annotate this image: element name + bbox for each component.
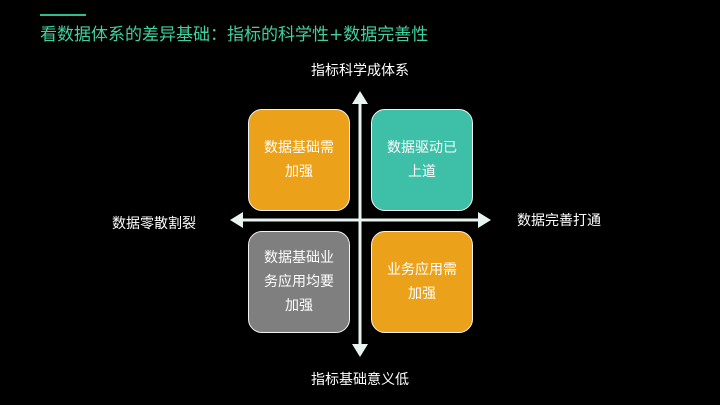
arrow-right-icon [478, 212, 491, 228]
arrow-left-icon [230, 212, 243, 228]
quadrant-bottom-left-label: 数据基础业务应用均要加强 [264, 250, 334, 314]
axis-label-bottom: 指标基础意义低 [311, 372, 409, 388]
quadrant-top-right: 数据驱动已上道 [371, 109, 473, 211]
quadrant-bottom-right-label: 业务应用需加强 [387, 262, 457, 302]
arrow-up-icon [352, 91, 368, 104]
axis-label-left: 数据零散割裂 [112, 216, 196, 232]
quadrant-top-left: 数据基础需加强 [248, 109, 350, 211]
slide-title: 看数据体系的差异基础：指标的科学性+数据完善性 [40, 25, 429, 45]
quadrant-top-right-label: 数据驱动已上道 [387, 140, 457, 180]
axis-label-right: 数据完善打通 [517, 213, 601, 229]
quadrant-top-left-label: 数据基础需加强 [264, 140, 334, 180]
quadrant-bottom-right: 业务应用需加强 [371, 231, 473, 333]
arrow-down-icon [352, 344, 368, 357]
axis-label-top: 指标科学成体系 [311, 63, 409, 79]
title-accent-line [40, 14, 86, 16]
quadrant-bottom-left: 数据基础业务应用均要加强 [248, 231, 350, 333]
